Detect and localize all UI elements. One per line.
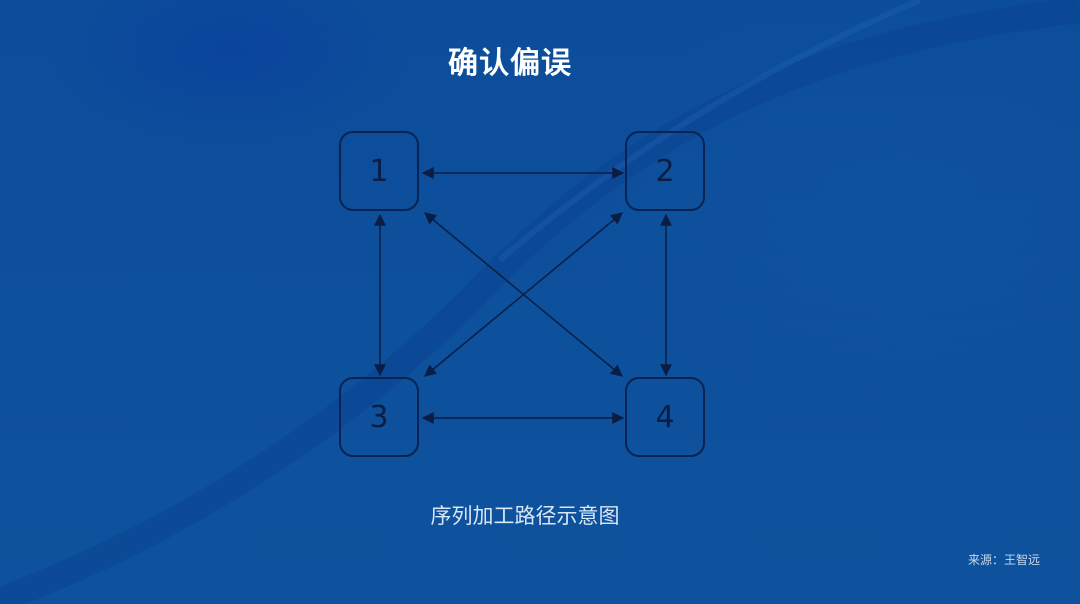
node-3-label: 3 xyxy=(369,399,389,435)
edge-2-3 xyxy=(424,212,623,377)
source-credit: 来源：王智远 xyxy=(967,553,1040,567)
node-1-label: 1 xyxy=(369,153,389,189)
node-4: 4 xyxy=(625,377,705,457)
node-2-label: 2 xyxy=(655,153,675,189)
diagram-caption: 序列加工路径示意图 xyxy=(430,504,620,528)
slide-title: 确认偏误 xyxy=(448,46,572,81)
node-1: 1 xyxy=(339,131,419,211)
node-3: 3 xyxy=(339,377,419,457)
node-4-label: 4 xyxy=(655,399,675,435)
node-2: 2 xyxy=(625,131,705,211)
